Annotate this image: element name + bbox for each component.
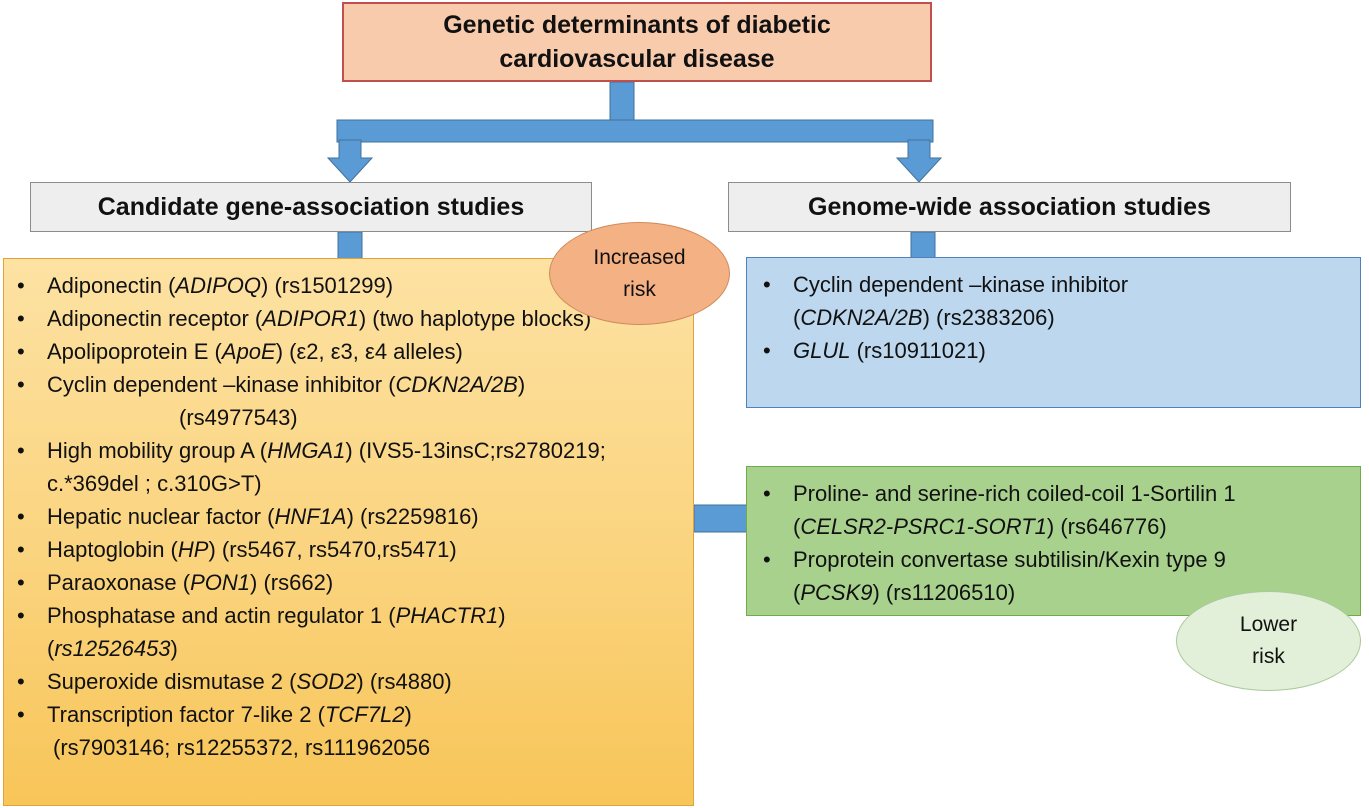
left-down-arrow	[326, 139, 374, 183]
list-item: Hepatic nuclear factor (HNF1A) (rs225981…	[17, 500, 687, 533]
list-item: Apolipoprotein E (ApoE) (ε2, ε3, ε4 alle…	[17, 335, 687, 368]
list-item: High mobility group A (HMGA1) (IVS5-13in…	[17, 434, 687, 500]
list-item: Cyclin dependent –kinase inhibitor(CDKN2…	[763, 268, 1353, 334]
lower-risk-badge: Lower risk	[1176, 591, 1361, 691]
list-item: Adiponectin (ADIPOQ) (rs1501299)	[17, 269, 687, 302]
list-item: GLUL (rs10911021)	[763, 334, 1353, 367]
title-stem	[609, 81, 635, 123]
right-down-arrow	[895, 139, 943, 183]
right-header-stem	[910, 231, 936, 259]
candidate-gene-header: Candidate gene-association studies	[30, 182, 592, 232]
list-item: Proline- and serine-rich coiled-coil 1-S…	[763, 477, 1353, 543]
list-item: Paraoxonase (PON1) (rs662)	[17, 566, 687, 599]
bridge-connector	[693, 504, 748, 533]
gwas-increased-risk-box: Cyclin dependent –kinase inhibitor(CDKN2…	[746, 257, 1361, 408]
horizontal-bar	[336, 119, 934, 143]
list-item: Haptoglobin (HP) (rs5467, rs5470,rs5471)	[17, 533, 687, 566]
list-item: Cyclin dependent –kinase inhibitor (CDKN…	[17, 368, 687, 434]
title-box: Genetic determinants of diabetic cardiov…	[342, 2, 932, 82]
candidate-gene-box: Adiponectin (ADIPOQ) (rs1501299) Adipone…	[3, 258, 694, 806]
list-item: Superoxide dismutase 2 (SOD2) (rs4880)	[17, 665, 687, 698]
list-item: Transcription factor 7-like 2 (TCF7L2)(r…	[17, 698, 687, 764]
gwas-header: Genome-wide association studies	[728, 182, 1291, 232]
title-line-1: Genetic determinants of diabetic	[443, 11, 831, 39]
list-item: Proprotein convertase subtilisin/Kexin t…	[763, 543, 1353, 609]
increased-risk-badge: Increased risk	[549, 222, 730, 325]
title-line-2: cardiovascular disease	[499, 45, 775, 73]
list-item: Phosphatase and actin regulator 1 (PHACT…	[17, 599, 687, 665]
left-header-stem	[337, 231, 363, 260]
list-item: Adiponectin receptor (ADIPOR1) (two hapl…	[17, 302, 687, 335]
